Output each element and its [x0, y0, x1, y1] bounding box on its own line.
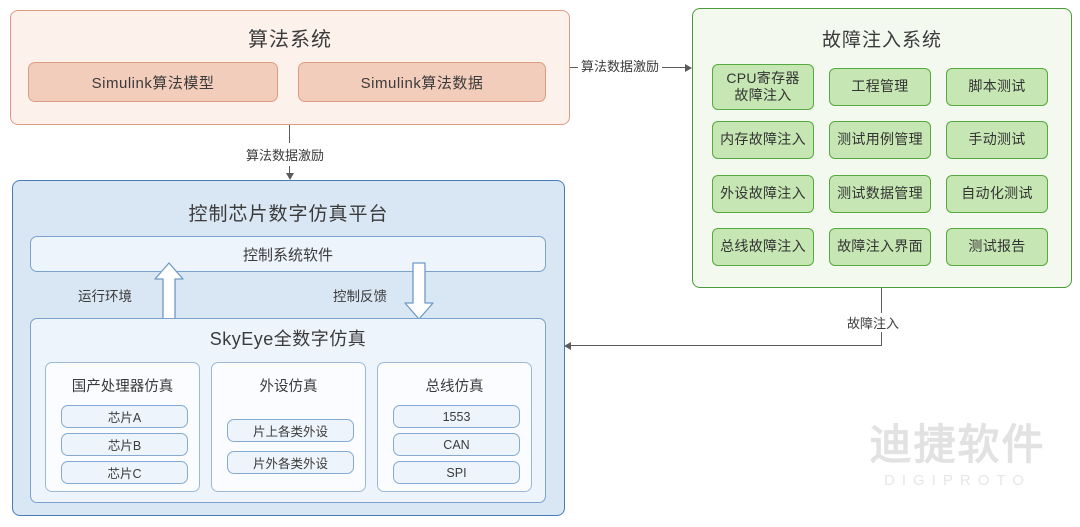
- fault-item-label: CPU寄存器故障注入: [726, 69, 800, 104]
- leaf-chip-a[interactable]: 芯片A: [61, 405, 188, 428]
- processor-simulation-title: 国产处理器仿真: [71, 379, 174, 395]
- fault-item-automated-test[interactable]: 自动化测试: [946, 175, 1048, 213]
- leaf-on-chip-peripherals[interactable]: 片上各类外设: [227, 419, 354, 442]
- algorithm-model-box[interactable]: Simulink算法模型: [28, 62, 278, 102]
- algorithm-data-box[interactable]: Simulink算法数据: [298, 62, 546, 102]
- control-feedback-block-arrow: [404, 262, 434, 320]
- fault-injection-system-title: 故障注入系统: [821, 29, 942, 51]
- leaf-spi[interactable]: SPI: [393, 461, 520, 484]
- watermark: 迪捷软件 DIGIPROTO: [845, 421, 1070, 490]
- peripheral-simulation-title: 外设仿真: [259, 379, 318, 395]
- fault-item-project-management[interactable]: 工程管理: [829, 68, 931, 106]
- connector-alg-to-fault-arrowhead: [685, 63, 692, 72]
- bus-simulation-title: 总线仿真: [425, 379, 484, 395]
- fault-item-testdata-management[interactable]: 测试数据管理: [829, 175, 931, 213]
- connector-alg-to-platform-arrowhead: [285, 173, 294, 180]
- fault-item-injection-ui[interactable]: 故障注入界面: [829, 228, 931, 266]
- leaf-can[interactable]: CAN: [393, 433, 520, 456]
- peripheral-simulation-group: 外设仿真 片上各类外设 片外各类外设: [211, 362, 366, 492]
- control-system-software-box[interactable]: 控制系统软件: [30, 236, 546, 272]
- fault-item-cpu-register[interactable]: CPU寄存器故障注入: [712, 64, 814, 110]
- fault-item-manual-test[interactable]: 手动测试: [946, 121, 1048, 159]
- fault-item-peripheral[interactable]: 外设故障注入: [712, 175, 814, 213]
- connector-fault-to-platform-hline: [567, 345, 882, 347]
- leaf-chip-c[interactable]: 芯片C: [61, 461, 188, 484]
- connector-fault-to-platform-label: 故障注入: [843, 313, 904, 332]
- runtime-environment-label: 运行环境: [78, 289, 132, 304]
- skyeye-title: SkyEye全数字仿真: [209, 329, 367, 349]
- connector-alg-to-fault-label: 算法数据激励: [578, 56, 663, 75]
- bus-simulation-group: 总线仿真 1553 CAN SPI: [377, 362, 532, 492]
- leaf-off-chip-peripherals[interactable]: 片外各类外设: [227, 451, 354, 474]
- fault-item-bus[interactable]: 总线故障注入: [712, 228, 814, 266]
- fault-item-testcase-management[interactable]: 测试用例管理: [829, 121, 931, 159]
- watermark-en: DIGIPROTO: [884, 472, 1031, 489]
- fault-item-script-test[interactable]: 脚本测试: [946, 68, 1048, 106]
- processor-simulation-group: 国产处理器仿真 芯片A 芯片B 芯片C: [45, 362, 200, 492]
- fault-item-test-report[interactable]: 测试报告: [946, 228, 1048, 266]
- connector-alg-to-platform-label: 算法数据激励: [242, 143, 329, 166]
- watermark-cn: 迪捷软件: [869, 421, 1046, 468]
- simulation-platform-title: 控制芯片数字仿真平台: [188, 203, 389, 225]
- algorithm-system-title: 算法系统: [248, 28, 332, 51]
- control-feedback-label: 控制反馈: [333, 289, 387, 304]
- fault-item-memory[interactable]: 内存故障注入: [712, 121, 814, 159]
- runtime-environment-block-arrow: [154, 262, 184, 320]
- leaf-chip-b[interactable]: 芯片B: [61, 433, 188, 456]
- connector-fault-to-platform-arrowhead: [564, 341, 571, 350]
- leaf-1553[interactable]: 1553: [393, 405, 520, 428]
